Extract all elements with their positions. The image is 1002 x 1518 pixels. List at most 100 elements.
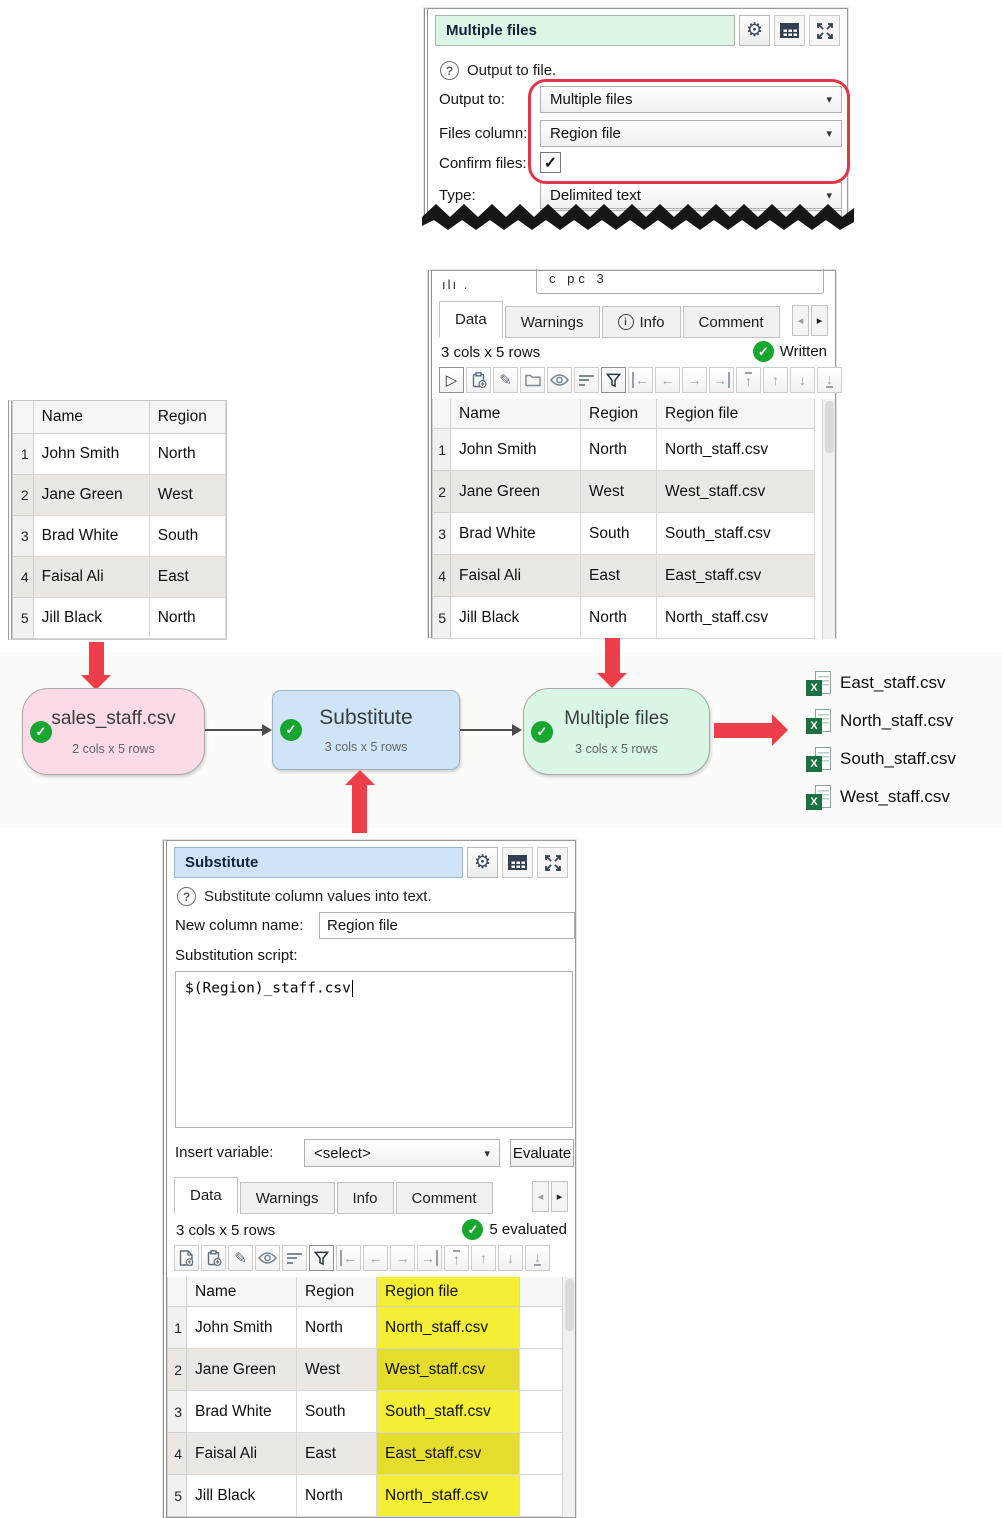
move-bottom-button[interactable]: ↓: [817, 367, 842, 393]
table-row[interactable]: 5 Jill Black North: [12, 598, 226, 639]
preview-button[interactable]: [547, 367, 572, 393]
move-left-button[interactable]: ←: [363, 1245, 388, 1271]
tab-scroll-right[interactable]: ▸: [811, 305, 828, 336]
tab-data[interactable]: Data: [174, 1177, 238, 1214]
table-view-icon[interactable]: [774, 15, 805, 46]
move-first-column-button[interactable]: ←: [628, 367, 653, 393]
move-up-button[interactable]: ↑: [471, 1245, 496, 1271]
table-row[interactable]: 4 Faisal Ali East: [12, 557, 226, 598]
node-status-check-icon: ✓: [531, 720, 553, 743]
new-column-name-label: New column name:: [175, 917, 304, 934]
tab-scroll-right[interactable]: ▸: [551, 1181, 568, 1212]
column-header-name[interactable]: Name: [451, 399, 581, 429]
table-row[interactable]: 1 John Smith North North_staff.csv: [432, 429, 825, 471]
move-up-button[interactable]: ↑: [763, 367, 788, 393]
column-header-region-file[interactable]: Region file: [657, 399, 815, 429]
tab-data[interactable]: Data: [439, 301, 503, 338]
red-arrow-head: [597, 673, 627, 688]
vertical-scrollbar[interactable]: [562, 1277, 575, 1517]
filter-button[interactable]: [309, 1245, 334, 1271]
table-row[interactable]: 4 Faisal Ali East East_staff.csv: [432, 555, 825, 597]
tab-scroll-left[interactable]: ◂: [532, 1181, 549, 1212]
column-header-region[interactable]: Region: [581, 399, 657, 429]
sort-button[interactable]: [282, 1245, 307, 1271]
output-to-dropdown[interactable]: Multiple files ▾: [540, 86, 842, 113]
preview-button[interactable]: [255, 1245, 280, 1271]
tab-warnings[interactable]: Warnings: [239, 1182, 335, 1214]
excel-file-icon: X: [806, 670, 831, 696]
move-top-button[interactable]: ↑: [736, 367, 761, 393]
move-top-button[interactable]: ↑: [444, 1245, 469, 1271]
gear-icon[interactable]: ⚙: [467, 847, 498, 878]
edit-button[interactable]: ✎: [493, 367, 518, 393]
tab-info[interactable]: Info: [336, 1182, 394, 1214]
column-header-region-file[interactable]: Region file: [377, 1277, 520, 1307]
move-left-button[interactable]: ←: [655, 367, 680, 393]
substitution-script-textarea[interactable]: $(Region)_staff.csv: [175, 971, 573, 1128]
new-column-name-input[interactable]: Region file: [319, 912, 575, 939]
tab-comment[interactable]: Comment: [682, 306, 780, 338]
move-last-column-button[interactable]: →: [709, 367, 734, 393]
table-row[interactable]: 3 Brad White South South_staff.csv: [167, 1391, 566, 1433]
open-folder-button[interactable]: [520, 367, 545, 393]
column-header-name[interactable]: Name: [187, 1277, 297, 1307]
sort-button[interactable]: [574, 367, 599, 393]
chevron-down-icon: ▾: [826, 190, 832, 202]
table-row[interactable]: 5 Jill Black North North_staff.csv: [167, 1475, 566, 1517]
move-down-button[interactable]: ↓: [498, 1245, 523, 1271]
file-item[interactable]: X North_staff.csv: [806, 702, 956, 740]
table-row[interactable]: 3 Brad White South South_staff.csv: [432, 513, 825, 555]
file-item[interactable]: X West_staff.csv: [806, 778, 956, 816]
panel-title: Substitute: [185, 854, 259, 871]
tab-warnings[interactable]: Warnings: [504, 306, 600, 338]
expand-icon[interactable]: [537, 847, 568, 878]
expand-icon[interactable]: [809, 15, 840, 46]
table-view-icon[interactable]: [502, 847, 533, 878]
sort-bars-icon: [579, 373, 594, 387]
multiple-files-panel: Multiple files ⚙ ? Output to file. Outpu…: [422, 8, 854, 230]
vertical-scrollbar[interactable]: [822, 399, 835, 639]
copy-with-headers-button[interactable]: [201, 1245, 226, 1271]
tab-scroll-left[interactable]: ◂: [792, 305, 809, 336]
node-sales-staff-csv[interactable]: ✓ sales_staff.csv 2 cols x 5 rows: [22, 688, 205, 775]
question-icon[interactable]: ?: [440, 61, 459, 80]
move-right-button[interactable]: →: [390, 1245, 415, 1271]
question-icon[interactable]: ?: [177, 887, 196, 906]
move-right-button[interactable]: →: [682, 367, 707, 393]
table-row[interactable]: 2 Jane Green West: [12, 475, 226, 516]
chevron-down-icon: ▾: [826, 128, 832, 140]
column-header-region[interactable]: Region: [297, 1277, 377, 1307]
output-preview-panel: ılı . c pc 3 Data Warnings i Info Commen…: [428, 269, 842, 639]
table-row[interactable]: 2 Jane Green West West_staff.csv: [167, 1349, 566, 1391]
edit-button[interactable]: ✎: [228, 1245, 253, 1271]
move-bottom-button[interactable]: ↓: [525, 1245, 550, 1271]
node-multiple-files[interactable]: ✓ Multiple files 3 cols x 5 rows: [523, 688, 710, 775]
table-row[interactable]: 2 Jane Green West West_staff.csv: [432, 471, 825, 513]
table-row[interactable]: 4 Faisal Ali East East_staff.csv: [167, 1433, 566, 1475]
table-row[interactable]: 1 John Smith North North_staff.csv: [167, 1307, 566, 1349]
table-row[interactable]: 1 John Smith North: [12, 434, 226, 475]
table-row[interactable]: 5 Jill Black North North_staff.csv: [432, 597, 825, 639]
column-header-name[interactable]: Name: [33, 401, 150, 434]
move-down-button[interactable]: ↓: [790, 367, 815, 393]
copy-with-headers-button[interactable]: [466, 367, 491, 393]
type-label: Type:: [439, 187, 476, 204]
process-button[interactable]: ▷: [439, 367, 464, 393]
evaluate-button[interactable]: Evaluate: [510, 1139, 574, 1167]
confirm-files-label: Confirm files:: [439, 155, 527, 172]
column-header-region[interactable]: Region: [149, 401, 226, 434]
move-first-column-button[interactable]: ←: [336, 1245, 361, 1271]
file-item[interactable]: X East_staff.csv: [806, 664, 956, 702]
node-substitute[interactable]: ✓ Substitute 3 cols x 5 rows: [272, 690, 460, 770]
table-row[interactable]: 3 Brad White South: [12, 516, 226, 557]
node-status-check-icon: ✓: [30, 720, 52, 743]
file-item[interactable]: X South_staff.csv: [806, 740, 956, 778]
new-document-button[interactable]: [174, 1245, 199, 1271]
insert-variable-dropdown[interactable]: <select> ▾: [304, 1139, 500, 1167]
tab-comment[interactable]: Comment: [395, 1182, 493, 1214]
files-column-dropdown[interactable]: Region file ▾: [540, 120, 842, 147]
move-last-column-button[interactable]: →: [417, 1245, 442, 1271]
filter-button[interactable]: [601, 367, 626, 393]
tab-info[interactable]: i Info: [601, 306, 681, 338]
gear-icon[interactable]: ⚙: [739, 15, 770, 46]
